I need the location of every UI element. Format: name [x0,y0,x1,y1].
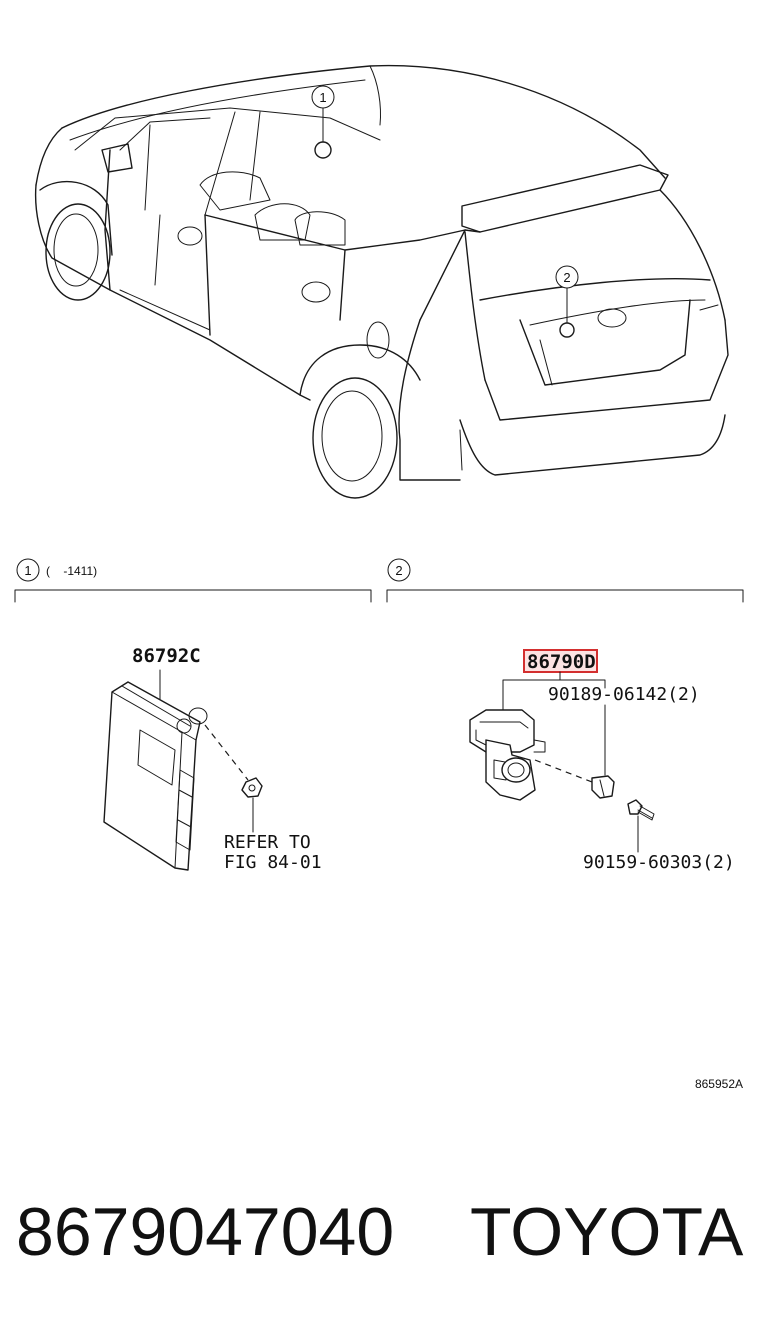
svg-text:1: 1 [319,90,326,105]
part-number: 8679047040 [16,1194,395,1270]
part-label-86790d: 86790D [527,651,596,673]
figure-code: 865952A [695,1077,743,1091]
callout-2: 2 [555,265,579,324]
svg-text:2: 2 [395,563,402,578]
part-label-86792c: 86792C [132,645,201,667]
part-label-90159-60303: 90159-60303(2) [583,852,735,873]
svg-text:1: 1 [24,563,31,578]
camera-86790d: 86790D 90189-06142(2) 90159-60303(2) [469,649,735,873]
part-label-90189-06142: 90189-06142(2) [548,684,700,705]
svg-text:2: 2 [563,270,570,285]
refer-to-text: REFER TO [224,832,311,853]
module-location-marker [314,141,332,159]
section-1-header: 1 ( -1411) [14,558,372,603]
module-86792c: 86792C REFER TO FIG 84-01 [103,645,322,873]
callout-1: 1 [311,85,335,143]
car-illustration [34,64,729,499]
brand-name: TOYOTA [470,1194,744,1270]
camera-location-marker [559,322,575,338]
section-2-header: 2 [386,558,744,603]
svg-text:( -1411): ( -1411) [46,564,97,578]
figure-reference-text: FIG 84-01 [224,852,322,873]
